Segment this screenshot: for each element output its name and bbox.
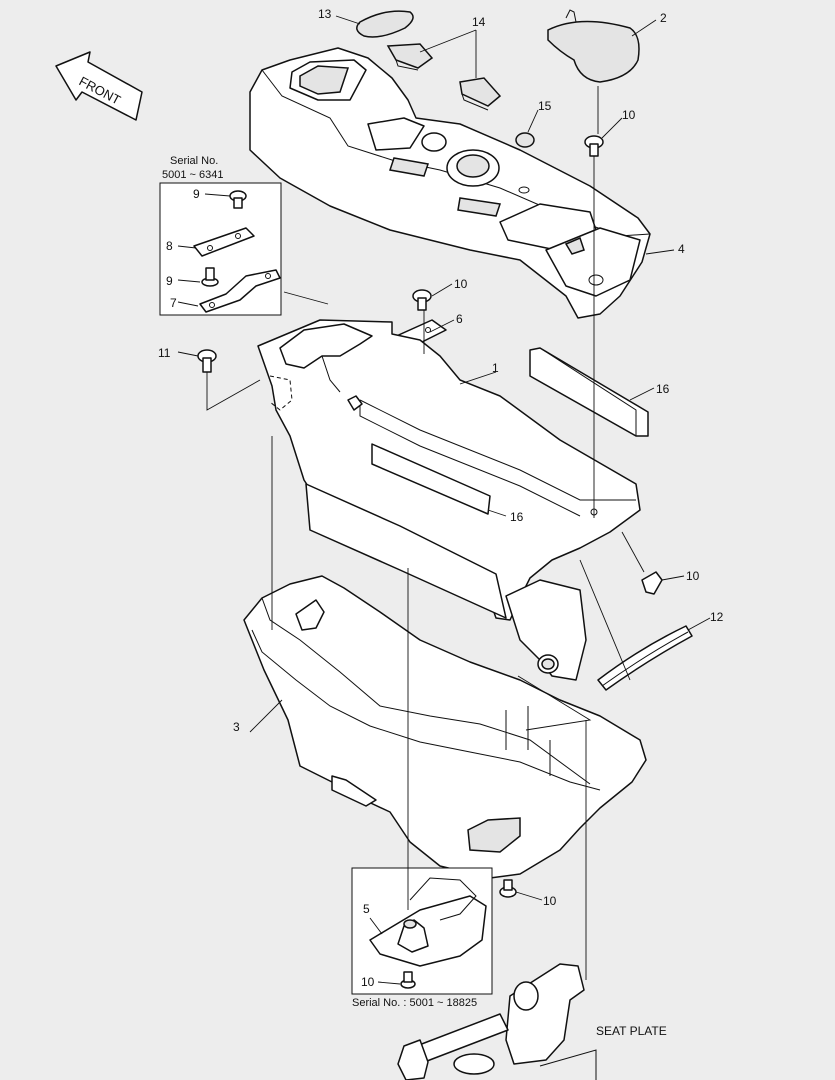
callout-16-lower: 16 [510,510,524,524]
callout-15: 15 [538,99,552,113]
part-2-lid [547,9,640,83]
screw-10-right [641,571,663,595]
callout-6: 6 [456,312,463,326]
part-15-plug [515,132,535,148]
callout-4: 4 [678,242,685,256]
detail-top-serial-line2: 5001 ~ 6341 [162,169,223,181]
callout-7: 7 [170,296,177,310]
detail-box-bottom: Serial No. : 5001 ~ 18825 [351,867,493,1009]
callout-14: 14 [472,15,486,29]
callout-9-upper: 9 [193,187,200,201]
screw-10-center [412,289,432,311]
callout-3: 3 [233,720,240,734]
callout-16-upper: 16 [656,382,670,396]
seat-plate-assembly: SEAT PLATE [397,963,667,1080]
callout-13: 13 [318,7,332,21]
leader-lines [177,15,711,985]
callout-5: 5 [363,902,370,916]
callout-10-bottom: 10 [543,894,557,908]
callout-9-lower: 9 [166,274,173,288]
callout-10-right: 10 [686,569,700,583]
callout-10-center: 10 [454,277,468,291]
detail-top-serial-line1: Serial No. [170,155,218,167]
part-14-plug-right [459,77,502,111]
screw-10-bottom [499,879,517,898]
callout-10-top: 10 [622,108,636,122]
callout-10-detail: 10 [361,975,375,989]
callout-8: 8 [166,239,173,253]
callout-12: 12 [710,610,724,624]
part-4-console-cover [249,47,651,319]
part-12-seal [597,625,693,691]
front-direction-arrow: FRONT [55,51,143,121]
part-14-plug-left [386,43,434,71]
callout-11: 11 [158,346,171,360]
part-13-cap [356,10,414,38]
callout-2: 2 [660,11,667,25]
screw-11 [197,349,217,373]
screw-10-top [584,135,604,157]
part-16-foam-upper [529,347,649,437]
callout-labels: 13 14 2 15 10 4 9 8 9 7 10 6 11 1 16 16 … [158,7,724,989]
detail-box-top: Serial No. 5001 ~ 6341 [159,155,282,316]
detail-bottom-serial: Serial No. : 5001 ~ 18825 [352,997,477,1009]
callout-1: 1 [492,361,499,375]
part-3-lower-body [243,575,647,879]
seat-plate-label: SEAT PLATE [596,1024,667,1038]
part-1-console-frame [257,319,641,681]
